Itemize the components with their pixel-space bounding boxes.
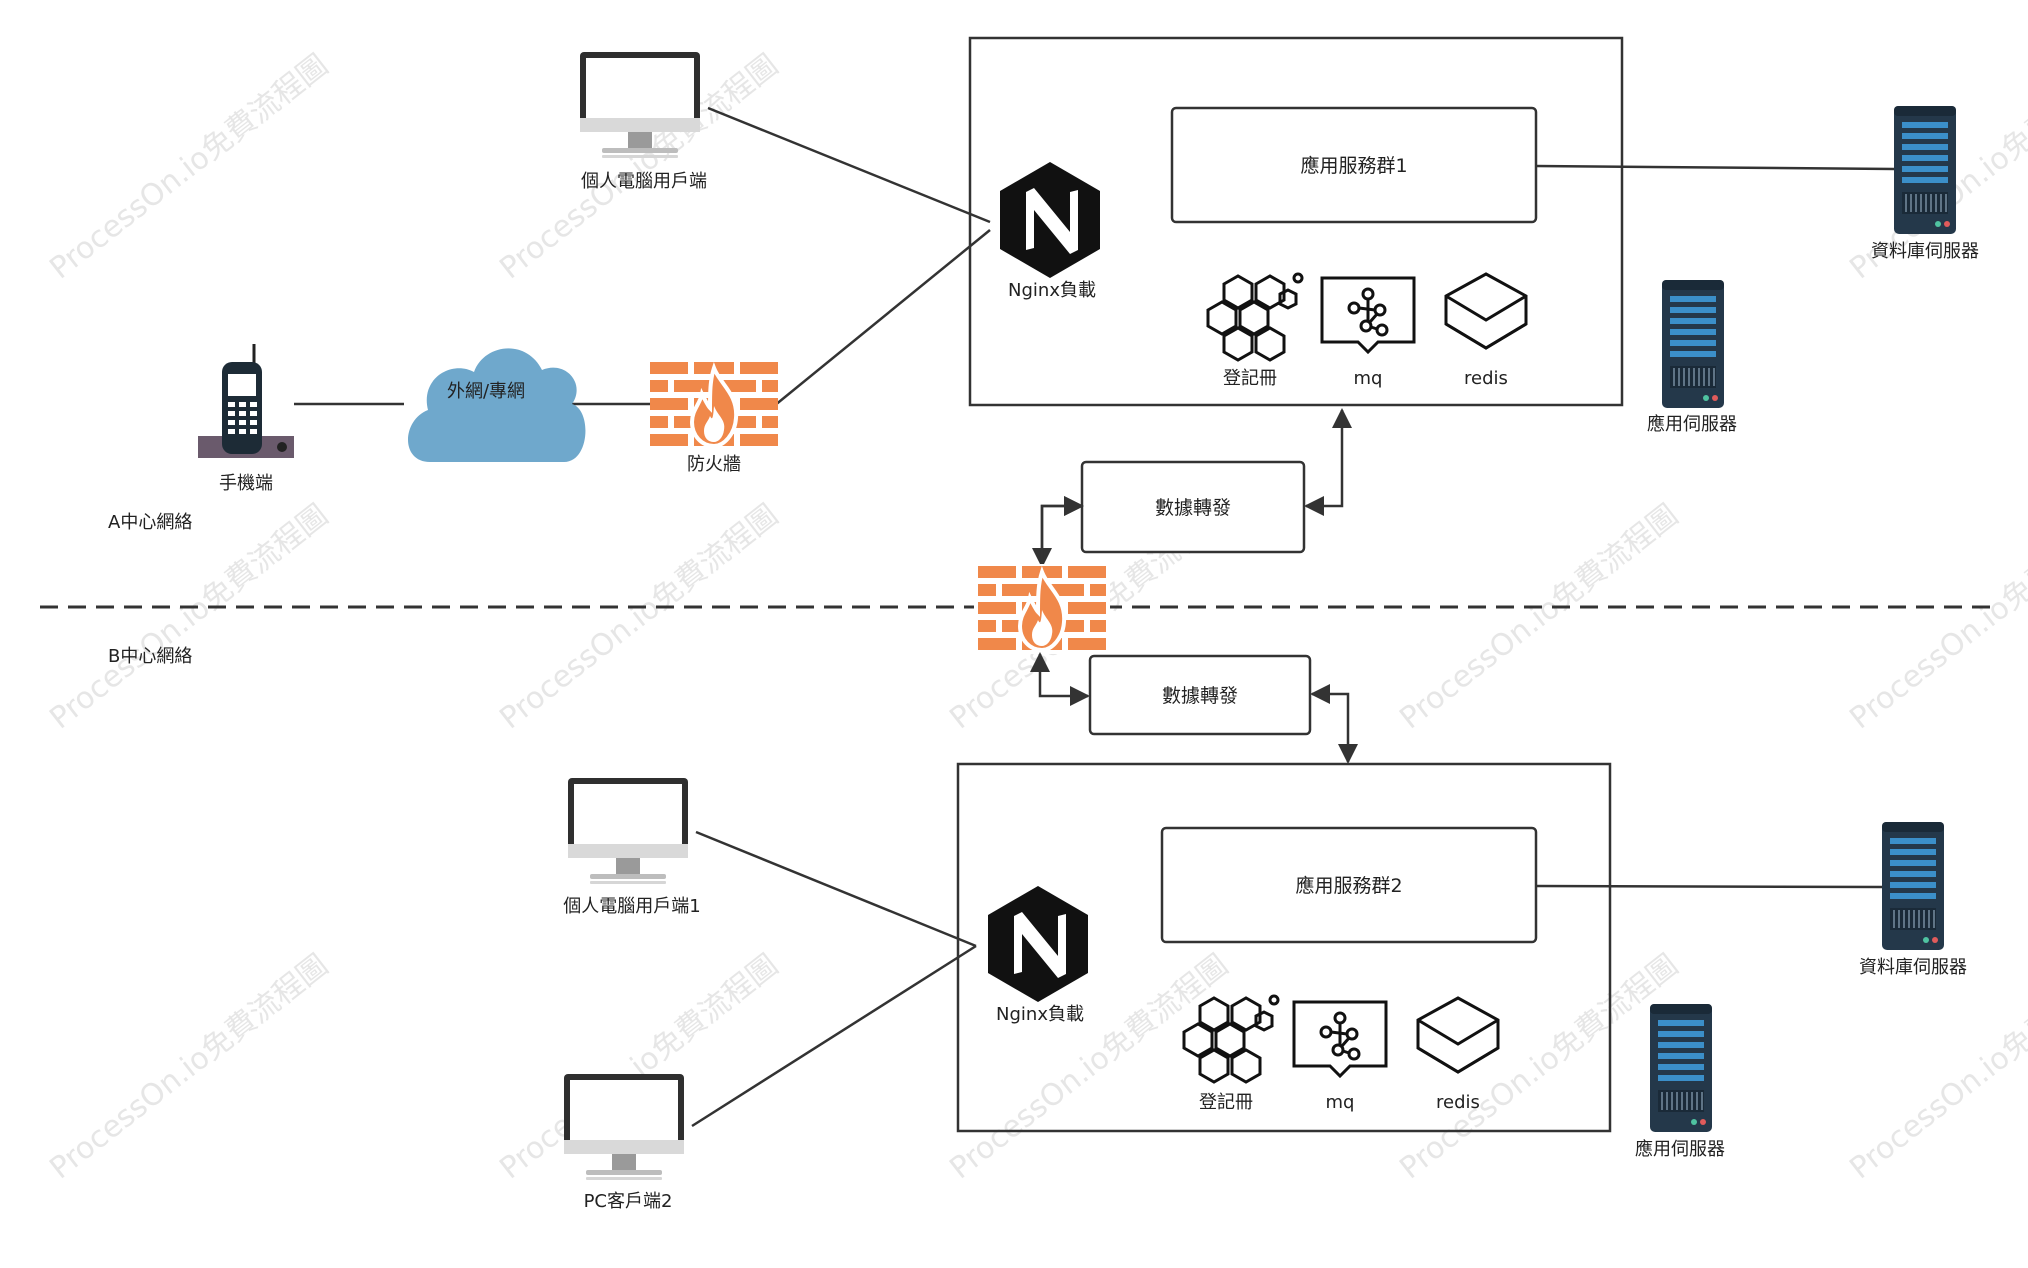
rack-server-icon[interactable] <box>1661 279 1725 409</box>
cluster-a-box[interactable] <box>1170 106 1538 224</box>
watermark: ProcessOn.io免費流程圖 <box>493 498 785 737</box>
hexagon-cluster-icon[interactable] <box>1182 994 1280 1084</box>
watermark: ProcessOn.io免費流程圖 <box>43 498 335 737</box>
mq-b-label: mq <box>1326 1092 1355 1113</box>
firewall-a-label: 防火牆 <box>687 454 741 475</box>
registry-a-label: 登記冊 <box>1223 368 1277 389</box>
forward-b-label: 數據轉發 <box>1162 685 1238 707</box>
cluster-b-box[interactable] <box>1160 826 1538 944</box>
pc-a-label: 個人電腦用戶端 <box>581 171 707 192</box>
redis-cube-icon[interactable] <box>1416 996 1500 1074</box>
forward-a-label: 數據轉發 <box>1155 497 1231 519</box>
watermark: ProcessOn.io免費流程圖 <box>943 948 1235 1187</box>
cordless-phone-icon[interactable] <box>196 342 296 460</box>
watermark: ProcessOn.io免費流程圖 <box>1843 498 2028 737</box>
mq-a-label: mq <box>1354 368 1383 389</box>
watermark: ProcessOn.io免費流程圖 <box>1843 948 2028 1187</box>
cluster-b-label: 應用服務群2 <box>1295 874 1402 897</box>
firewall-icon[interactable] <box>976 564 1108 654</box>
rack-server-icon[interactable] <box>1881 821 1945 951</box>
db-b-label: 資料庫伺服器 <box>1859 957 1967 978</box>
watermark: ProcessOn.io免費流程圖 <box>43 948 335 1187</box>
nginx-logo-icon[interactable] <box>1000 162 1100 278</box>
hexagon-cluster-icon[interactable] <box>1206 272 1304 362</box>
rack-server-icon[interactable] <box>1893 105 1957 235</box>
message-queue-icon[interactable] <box>1320 276 1416 354</box>
app-server-b-label: 應用伺服器 <box>1635 1138 1725 1160</box>
redis-cube-icon[interactable] <box>1444 272 1528 350</box>
desktop-monitor-icon[interactable] <box>564 1074 684 1180</box>
cluster-a-label: 應用服務群1 <box>1300 154 1407 177</box>
message-queue-icon[interactable] <box>1292 1000 1388 1078</box>
watermark: ProcessOn.io免費流程圖 <box>1393 498 1685 737</box>
phone-label: 手機端 <box>219 473 273 494</box>
redis-b-label: redis <box>1436 1092 1480 1113</box>
rack-server-icon[interactable] <box>1649 1003 1713 1133</box>
app-server-a-label: 應用伺服器 <box>1647 413 1737 435</box>
watermark: ProcessOn.io免費流程圖 <box>43 48 335 287</box>
nginx-b-label: Nginx負載 <box>996 1004 1084 1025</box>
connectors-forward <box>1030 496 1358 764</box>
zone-a-label: A中心網絡 <box>108 512 192 533</box>
cloud-icon[interactable] <box>408 348 586 462</box>
pc-b2-label: PC客戶端2 <box>584 1191 673 1212</box>
connectors-b <box>691 830 1883 1128</box>
redis-a-label: redis <box>1464 368 1508 389</box>
firewall-icon[interactable] <box>648 360 780 450</box>
nginx-logo-icon[interactable] <box>988 886 1088 1002</box>
center-b-container <box>956 762 1612 1133</box>
nginx-a-label: Nginx負載 <box>1008 280 1096 301</box>
registry-b-label: 登記冊 <box>1199 1092 1253 1113</box>
db-a-label: 資料庫伺服器 <box>1871 241 1979 262</box>
desktop-monitor-icon[interactable] <box>568 778 688 884</box>
forward-b-box[interactable] <box>1088 654 1312 736</box>
pc-b1-label: 個人電腦用戶端1 <box>563 896 700 917</box>
center-a-container <box>968 36 1624 407</box>
zone-b-label: B中心網絡 <box>108 646 192 667</box>
cloud-label: 外網/專網 <box>447 381 525 402</box>
